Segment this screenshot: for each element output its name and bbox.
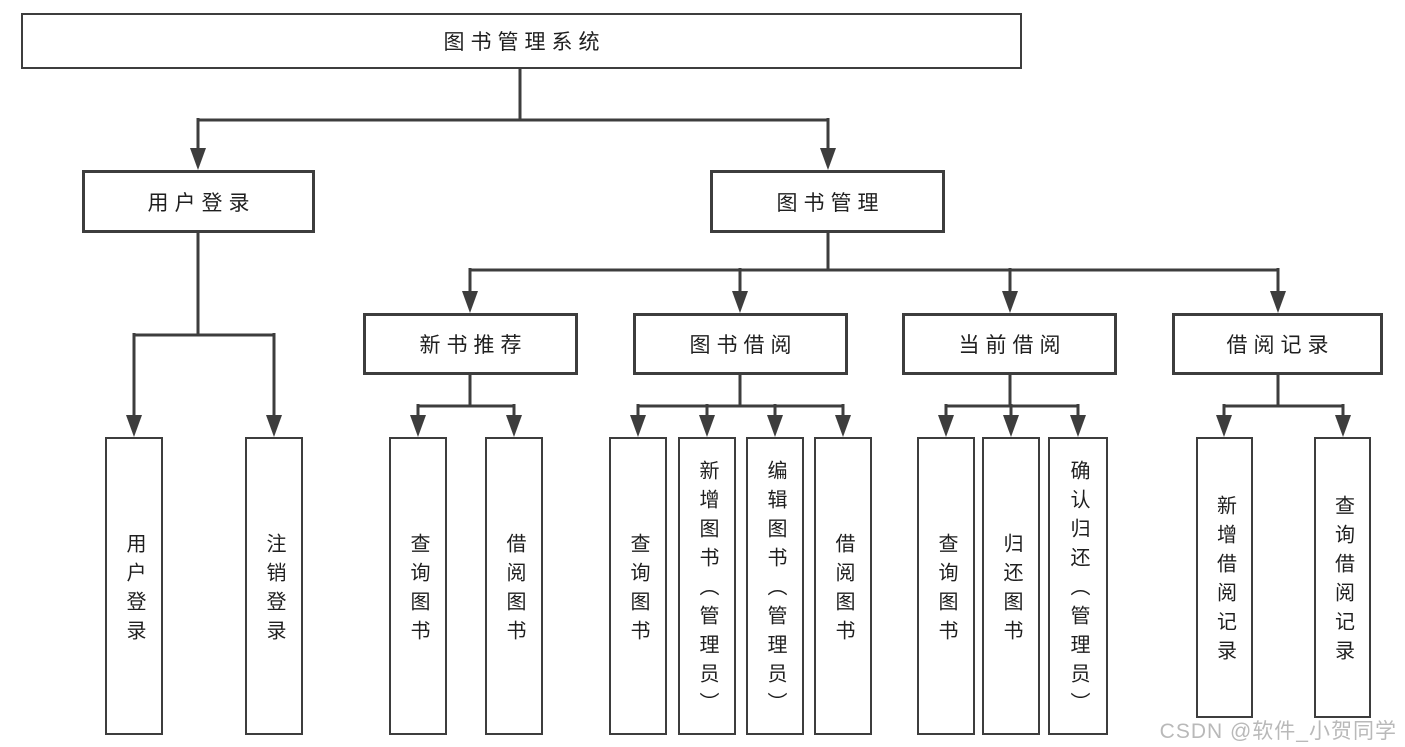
node-label: 图书借阅	[689, 334, 798, 357]
leaf-label: 借阅图书	[503, 532, 525, 649]
leaf-borrow-edit-book-admin: 编辑图书（管理员）	[746, 437, 804, 735]
leaf-label: 查询图书	[935, 532, 957, 649]
node-label: 图书管理	[776, 191, 885, 215]
node-label: 新书推荐	[419, 334, 528, 357]
node-library-management-system: 图书管理系统	[21, 13, 1022, 69]
leaf-logout: 注销登录	[245, 437, 303, 735]
leaf-label: 注销登录	[263, 532, 285, 649]
leaf-label: 查询借阅记录	[1331, 495, 1354, 669]
leaf-current-confirm-return-admin: 确认归还（管理员）	[1048, 437, 1108, 735]
node-new-book-recommend: 新书推荐	[363, 313, 578, 375]
leaf-newbook-query-book: 查询图书	[389, 437, 447, 735]
leaf-records-add-record: 新增借阅记录	[1196, 437, 1253, 718]
node-book-borrow: 图书借阅	[633, 313, 848, 375]
leaf-label: 用户登录	[123, 532, 145, 649]
node-user-login: 用户登录	[82, 170, 315, 233]
leaf-current-return-book: 归还图书	[982, 437, 1040, 735]
arrowhead-icons	[126, 148, 1351, 437]
leaf-label: 新增图书（管理员）	[696, 460, 718, 721]
leaf-label: 查询图书	[407, 532, 429, 649]
leaf-borrow-borrow-book: 借阅图书	[814, 437, 872, 735]
node-current-borrow: 当前借阅	[902, 313, 1117, 375]
node-borrow-records: 借阅记录	[1172, 313, 1383, 375]
leaf-label: 归还图书	[1000, 532, 1022, 649]
watermark: CSDN @软件_小贺同学	[1159, 720, 1397, 743]
leaf-records-query-record: 查询借阅记录	[1314, 437, 1371, 718]
node-label: 当前借阅	[958, 334, 1067, 357]
leaf-user-login: 用户登录	[105, 437, 163, 735]
node-book-management: 图书管理	[710, 170, 945, 233]
node-label: 用户登录	[147, 191, 256, 215]
leaf-current-query-book: 查询图书	[917, 437, 975, 735]
leaf-label: 借阅图书	[832, 532, 854, 649]
leaf-label: 新增借阅记录	[1213, 495, 1236, 669]
leaf-label: 确认归还（管理员）	[1067, 460, 1089, 721]
leaf-label: 查询图书	[627, 532, 649, 649]
leaf-borrow-add-book-admin: 新增图书（管理员）	[678, 437, 736, 735]
leaf-newbook-borrow-book: 借阅图书	[485, 437, 543, 735]
leaf-label: 编辑图书（管理员）	[764, 460, 786, 721]
node-label: 图书管理系统	[443, 31, 606, 54]
node-label: 借阅记录	[1226, 334, 1335, 357]
leaf-borrow-query-book: 查询图书	[609, 437, 667, 735]
